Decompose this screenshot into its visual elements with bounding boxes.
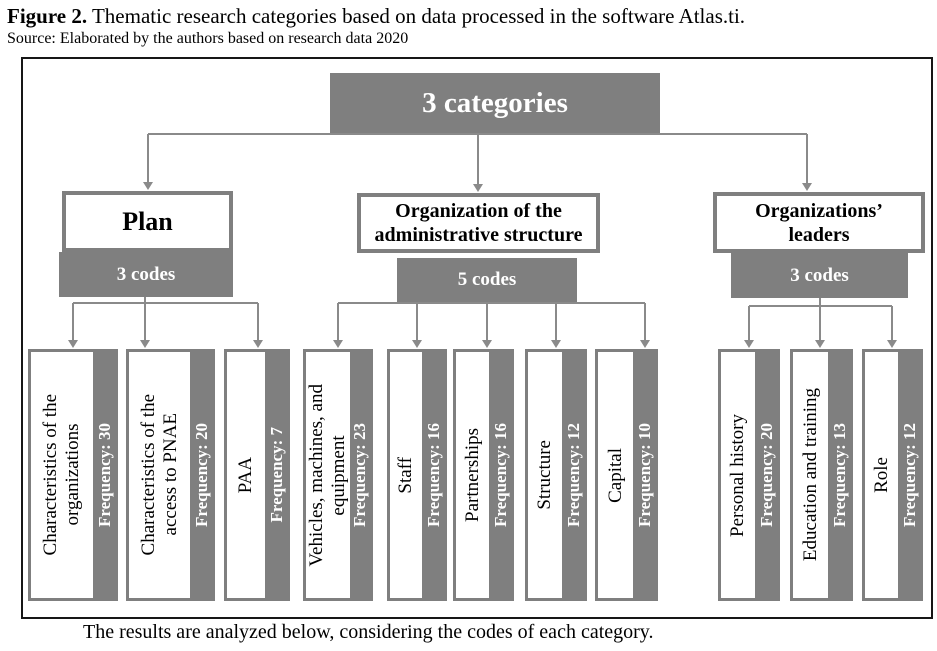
code-leaf-personal-history: Personal history Frequency: 20: [718, 349, 780, 601]
frequency-strip: Frequency: 7: [265, 352, 287, 598]
frequency-label: Frequency: 20: [756, 422, 776, 528]
code-label-area: Role: [865, 352, 898, 598]
frequency-label: Frequency: 23: [350, 422, 370, 528]
code-label: Capital: [604, 447, 626, 503]
frequency-strip: Frequency: 13: [828, 352, 850, 598]
code-label: Role: [870, 457, 892, 493]
code-label-area: Vehicles, machines, and equipment: [306, 352, 350, 598]
frequency-label: Frequency: 20: [191, 422, 211, 528]
frequency-strip: Frequency: 12: [898, 352, 920, 598]
code-label: Staff: [395, 456, 417, 494]
frequency-strip: Frequency: 20: [755, 352, 777, 598]
figure-source-line: Source: Elaborated by the authors based …: [7, 30, 409, 47]
codes-count-administrative-structure: 5 codes: [397, 258, 577, 302]
figure-number: Figure 2.: [7, 4, 88, 28]
frequency-strip: Frequency: 16: [489, 352, 511, 598]
code-label: Vehicles, machines, and equipment: [306, 383, 349, 567]
code-label-area: Education and training: [793, 352, 828, 598]
category-box-plan: Plan: [62, 191, 233, 252]
code-label-area: Staff: [390, 352, 422, 598]
frequency-label: Frequency: 30: [94, 422, 114, 528]
frequency-strip: Frequency: 20: [190, 352, 212, 598]
frequency-label: Frequency: 12: [899, 422, 919, 528]
code-label: Characteristics of the organizations: [40, 394, 83, 556]
figure-title: Figure 2. Thematic research categories b…: [7, 3, 745, 29]
frequency-strip: Frequency: 10: [633, 352, 655, 598]
results-caption: The results are analyzed below, consider…: [83, 621, 654, 643]
frequency-label: Frequency: 7: [266, 427, 286, 523]
root-category-box: 3 categories: [330, 73, 660, 133]
code-label: PAA: [235, 456, 257, 494]
frequency-strip: Frequency: 16: [422, 352, 444, 598]
frequency-label: Frequency: 13: [829, 422, 849, 528]
code-label: Education and training: [799, 388, 821, 562]
frequency-label: Frequency: 10: [634, 422, 654, 528]
code-label: Structure: [534, 440, 556, 510]
codes-count-plan: 3 codes: [59, 252, 233, 297]
code-leaf-structure: Structure Frequency: 12: [525, 349, 587, 601]
frequency-label: Frequency: 12: [563, 422, 583, 528]
code-label-area: Structure: [528, 352, 562, 598]
code-label-area: Capital: [598, 352, 633, 598]
code-leaf-role: Role Frequency: 12: [862, 349, 923, 601]
code-leaf-capital: Capital Frequency: 10: [595, 349, 658, 601]
code-leaf-partnerships: Partnerships Frequency: 16: [453, 349, 514, 601]
frequency-strip: Frequency: 12: [562, 352, 584, 598]
code-leaf-paa: PAA Frequency: 7: [224, 349, 290, 601]
code-leaf-access-pnae: Characteristics of the access to PNAE Fr…: [126, 349, 215, 601]
code-leaf-education-training: Education and training Frequency: 13: [790, 349, 853, 601]
code-label-area: Partnerships: [456, 352, 489, 598]
code-label-area: Personal history: [721, 352, 755, 598]
codes-count-organizations-leaders: 3 codes: [731, 253, 908, 298]
frequency-strip: Frequency: 23: [349, 352, 370, 598]
frequency-label: Frequency: 16: [490, 422, 510, 528]
category-box-administrative-structure: Organization of the administrative struc…: [357, 193, 600, 253]
frequency-label: Frequency: 16: [423, 422, 443, 528]
figure-title-text: Thematic research categories based on da…: [87, 4, 746, 28]
code-label: Partnerships: [461, 428, 483, 522]
code-leaf-characteristics-organizations: Characteristics of the organizations Fre…: [28, 349, 118, 601]
code-label-area: Characteristics of the organizations: [31, 352, 93, 598]
code-label: Personal history: [727, 413, 749, 537]
code-leaf-vehicles-machines-equipment: Vehicles, machines, and equipment Freque…: [303, 349, 373, 601]
code-label: Characteristics of the access to PNAE: [137, 394, 181, 556]
category-box-organizations-leaders: Organizations’ leaders: [713, 192, 925, 253]
code-label-area: Characteristics of the access to PNAE: [129, 352, 190, 598]
code-label-area: PAA: [227, 352, 265, 598]
code-leaf-staff: Staff Frequency: 16: [387, 349, 447, 601]
frequency-strip: Frequency: 30: [93, 352, 115, 598]
